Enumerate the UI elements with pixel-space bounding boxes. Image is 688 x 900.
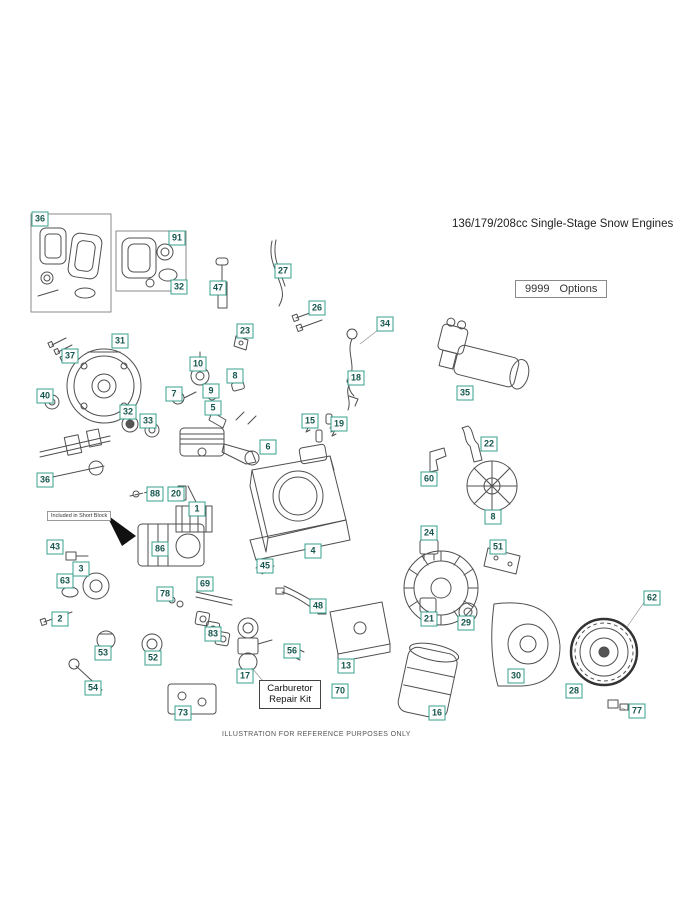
callout-37[interactable]: 37 xyxy=(61,348,79,364)
callout-7[interactable]: 7 xyxy=(165,386,183,402)
callout-54[interactable]: 54 xyxy=(84,680,102,696)
callout-69[interactable]: 69 xyxy=(196,576,214,592)
callout-88[interactable]: 88 xyxy=(146,486,164,502)
callout-13[interactable]: 13 xyxy=(337,658,355,674)
callout-32[interactable]: 32 xyxy=(170,279,188,295)
callout-56[interactable]: 56 xyxy=(283,643,301,659)
callout-51[interactable]: 51 xyxy=(489,539,507,555)
callout-91[interactable]: 91 xyxy=(168,230,186,246)
heat-box-drawing xyxy=(329,601,391,663)
carb-kit-line2: Repair Kit xyxy=(269,694,311,706)
options-ref: 9999 xyxy=(525,283,550,295)
callout-4[interactable]: 4 xyxy=(304,543,322,559)
callout-20[interactable]: 20 xyxy=(167,486,185,502)
callout-60[interactable]: 60 xyxy=(420,471,438,487)
muffler-drawing xyxy=(397,642,460,719)
callout-2[interactable]: 2 xyxy=(51,611,69,627)
callout-47[interactable]: 47 xyxy=(209,280,227,296)
ring-gear-pulley-drawing xyxy=(466,460,518,512)
callout-40[interactable]: 40 xyxy=(36,388,54,404)
options-label: Options xyxy=(559,283,598,295)
callout-10[interactable]: 10 xyxy=(189,356,207,372)
gasket-kit-91-drawing xyxy=(115,230,187,292)
callout-62[interactable]: 62 xyxy=(643,590,661,606)
callout-3[interactable]: 3 xyxy=(72,561,90,577)
callout-26[interactable]: 26 xyxy=(308,300,326,316)
callout-30[interactable]: 30 xyxy=(507,668,525,684)
reference-disclaimer: ILLUSTRATION FOR REFERENCE PURPOSES ONLY xyxy=(222,731,411,738)
callout-52[interactable]: 52 xyxy=(144,650,162,666)
crankshaft-camshaft-drawing xyxy=(39,428,111,479)
callout-33[interactable]: 33 xyxy=(139,413,157,429)
callout-32[interactable]: 32 xyxy=(119,404,137,420)
callout-16[interactable]: 16 xyxy=(428,705,446,721)
carburetor-repair-kit-label: Carburetor Repair Kit xyxy=(259,680,321,709)
callout-77[interactable]: 77 xyxy=(628,703,646,719)
callout-31[interactable]: 31 xyxy=(111,333,129,349)
callout-35[interactable]: 35 xyxy=(456,385,474,401)
callout-63[interactable]: 63 xyxy=(56,573,74,589)
callout-36[interactable]: 36 xyxy=(31,211,49,227)
callout-23[interactable]: 23 xyxy=(236,323,254,339)
engine-block-drawing xyxy=(249,443,351,561)
page-title: 136/179/208cc Single-Stage Snow Engines xyxy=(452,218,674,230)
recoil-starter-drawing xyxy=(569,600,646,712)
callout-34[interactable]: 34 xyxy=(376,316,394,332)
callout-15[interactable]: 15 xyxy=(301,413,319,429)
callout-73[interactable]: 73 xyxy=(174,705,192,721)
options-box[interactable]: 9999 Options xyxy=(515,280,608,298)
short-block-note: Included in Short Block xyxy=(47,511,112,521)
carb-kit-line1: Carburetor xyxy=(267,683,313,694)
callout-48[interactable]: 48 xyxy=(309,598,327,614)
callout-1[interactable]: 1 xyxy=(188,501,206,517)
bracket-23-drawing xyxy=(233,335,249,351)
callout-29[interactable]: 29 xyxy=(457,615,475,631)
callout-43[interactable]: 43 xyxy=(46,539,64,555)
callout-8[interactable]: 8 xyxy=(484,509,502,525)
callout-28[interactable]: 28 xyxy=(565,683,583,699)
callout-24[interactable]: 24 xyxy=(420,525,438,541)
starter-motor-drawing xyxy=(437,317,530,390)
callout-18[interactable]: 18 xyxy=(347,370,365,386)
callout-19[interactable]: 19 xyxy=(330,416,348,432)
piston-rod-drawing xyxy=(179,411,260,466)
carburetor-drawing xyxy=(237,617,273,681)
callout-27[interactable]: 27 xyxy=(274,263,292,279)
callout-9[interactable]: 9 xyxy=(202,383,220,399)
callout-70[interactable]: 70 xyxy=(331,683,349,699)
heat-shield-drawing xyxy=(483,547,521,575)
callout-8[interactable]: 8 xyxy=(226,368,244,384)
callout-83[interactable]: 83 xyxy=(204,626,222,642)
callout-6[interactable]: 6 xyxy=(259,439,277,455)
callout-22[interactable]: 22 xyxy=(480,436,498,452)
blower-housing-drawing xyxy=(491,602,561,687)
callout-78[interactable]: 78 xyxy=(156,586,174,602)
callout-86[interactable]: 86 xyxy=(151,541,169,557)
callout-36[interactable]: 36 xyxy=(36,472,54,488)
callout-21[interactable]: 21 xyxy=(420,611,438,627)
callout-17[interactable]: 17 xyxy=(236,668,254,684)
callout-45[interactable]: 45 xyxy=(256,558,274,574)
crankcase-cover-drawing xyxy=(66,348,142,424)
callout-53[interactable]: 53 xyxy=(94,645,112,661)
callout-5[interactable]: 5 xyxy=(204,400,222,416)
gasket-kit-36-drawing xyxy=(30,213,112,313)
